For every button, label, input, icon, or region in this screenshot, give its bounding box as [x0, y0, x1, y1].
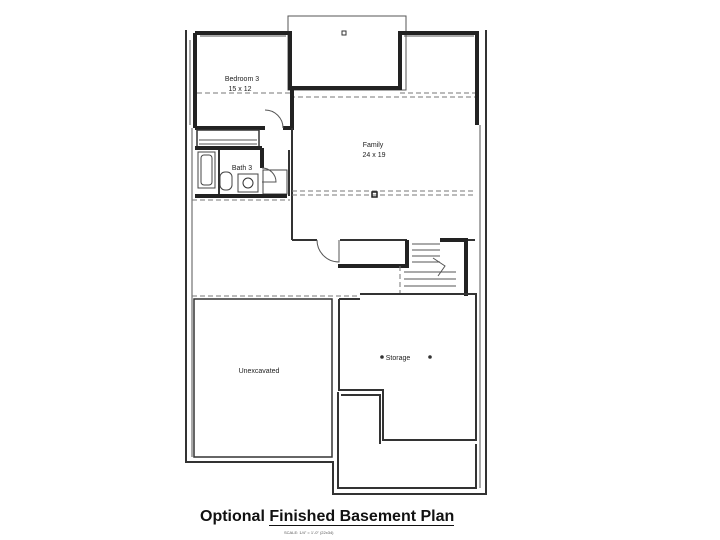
bedroom-door-swing	[264, 109, 284, 129]
tub-inner	[200, 154, 213, 186]
title-part-main: Finished Basement Plan	[269, 508, 455, 526]
storage-wall	[338, 293, 477, 441]
family-name: Family	[363, 142, 384, 149]
exterior-wall	[195, 31, 479, 125]
bedroom-size: 15 x 12	[229, 86, 252, 93]
support-post	[371, 191, 378, 198]
dashed-beam	[292, 190, 475, 196]
closet	[196, 129, 260, 149]
unexcavated-area	[193, 298, 333, 458]
storage-lower	[337, 392, 477, 489]
storage-name: Storage	[386, 355, 411, 362]
dashed-line-bedroom	[197, 92, 475, 98]
stair-treads	[404, 243, 456, 287]
foundation-outline	[185, 30, 487, 495]
bedroom-wall	[195, 88, 294, 130]
sink	[242, 177, 254, 189]
title-block: Optional Finished Basement Plan SCALE: 1…	[200, 508, 500, 538]
bay-post	[341, 30, 347, 36]
stair-wall	[338, 238, 468, 296]
family-door-swing	[316, 239, 340, 263]
stair-arrow	[432, 257, 446, 277]
foundation-inner	[191, 125, 481, 488]
window-bay	[287, 15, 407, 91]
bath-name: Bath 3	[232, 165, 252, 172]
closet-shelf	[199, 139, 257, 145]
bath-wall	[195, 146, 287, 198]
title-part-optional: Optional	[200, 508, 265, 525]
window-marks-left	[189, 35, 474, 125]
bedroom-name: Bedroom 3	[225, 76, 259, 83]
storage-fixture	[428, 355, 432, 359]
storage-fixture	[380, 355, 384, 359]
toilet	[219, 171, 233, 191]
plan-title: Optional Finished Basement Plan	[200, 508, 455, 526]
scale-note: SCALE: 1/4" = 1'-0" (22x34)	[284, 530, 334, 535]
family-size: 24 x 19	[363, 152, 386, 159]
bath-partition	[218, 150, 290, 196]
unexcavated-name: Unexcavated	[239, 368, 280, 375]
dashed-line-mid	[192, 199, 360, 297]
bath-door-swing	[261, 167, 277, 183]
